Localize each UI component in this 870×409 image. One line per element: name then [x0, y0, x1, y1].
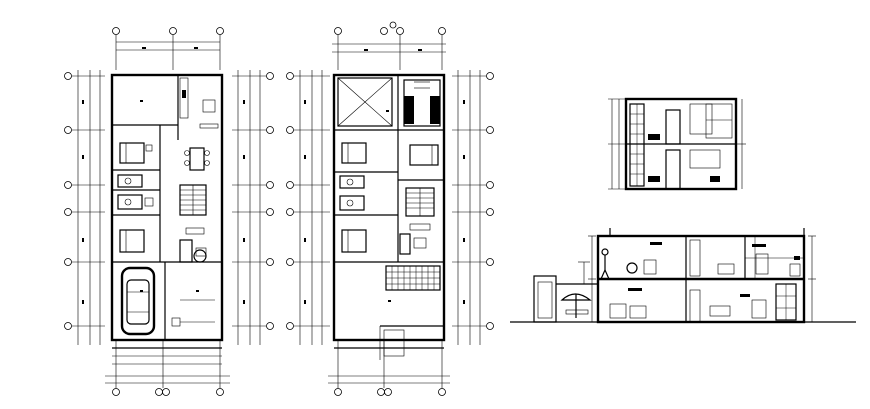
upper-bedroom-2 — [409, 144, 439, 166]
ground-floor-interior-walls — [112, 75, 222, 340]
section-stair-grid — [745, 236, 804, 279]
upper-bedroom-3 — [341, 229, 367, 253]
living-room — [179, 227, 207, 263]
upper-floor-interior-walls — [334, 75, 444, 263]
double-height-void — [337, 77, 393, 127]
longitudinal-section — [510, 228, 856, 324]
garage-car — [120, 266, 156, 336]
entrance-steps — [112, 299, 222, 365]
patio-umbrella — [560, 293, 592, 318]
study-area — [399, 223, 431, 255]
upper-bathrooms — [339, 175, 365, 211]
dining-table — [184, 147, 210, 171]
kitchen — [179, 77, 219, 129]
section-dimension-markers — [588, 235, 816, 323]
bedroom-1 — [119, 142, 153, 164]
dimension-lines-left — [64, 70, 105, 345]
elevation-openings — [648, 103, 733, 190]
section-porch — [533, 261, 598, 323]
dimension-lines-left-upper — [286, 70, 330, 345]
ground-floor-stairs — [179, 184, 207, 216]
section-lower-furniture — [609, 283, 797, 323]
dimension-lines-right — [232, 70, 274, 345]
dimension-ticks-upper — [304, 49, 465, 304]
dimension-lines-right-upper — [452, 70, 494, 345]
person-figure — [600, 248, 610, 280]
upper-stairs — [405, 187, 435, 217]
section-upper-furniture — [626, 239, 801, 277]
upper-balcony — [334, 325, 444, 360]
bathrooms — [117, 174, 154, 210]
front-elevation — [608, 97, 746, 191]
axis-bubbles-bottom — [105, 340, 230, 396]
axis-bubbles-bottom-upper — [328, 340, 450, 396]
upper-bedroom-1 — [341, 142, 367, 164]
bedroom-2 — [119, 229, 145, 253]
axis-bubbles-top-upper — [332, 21, 446, 70]
dimension-ticks-ground — [82, 47, 245, 304]
hatched-terrace — [385, 265, 441, 291]
axis-bubbles-top — [112, 27, 224, 70]
ground-floor-plan — [64, 27, 274, 396]
upper-floor-plan — [286, 21, 494, 396]
elevation-grid-window — [629, 103, 645, 187]
upper-floor-outer-walls — [332, 73, 446, 342]
upper-stair-landing — [403, 79, 441, 127]
ground-floor-outer-walls — [110, 73, 224, 342]
